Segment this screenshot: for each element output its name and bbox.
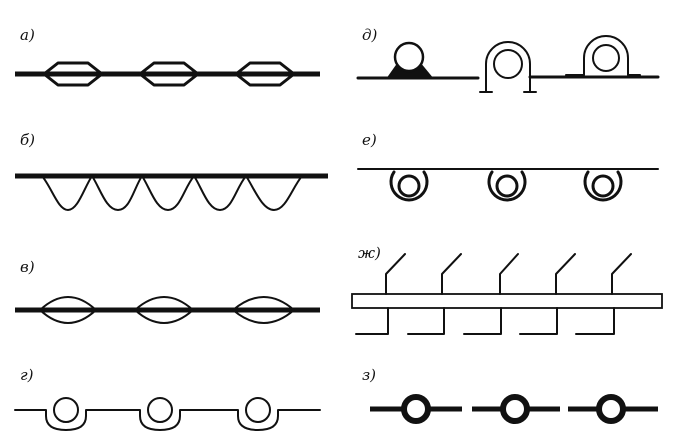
pipe-circle [245,397,271,423]
hexagon-section [234,61,296,87]
lower-brackets [355,307,615,335]
hanging-clamp [389,170,429,202]
clamp-bracket [485,41,531,93]
lens-section [232,296,295,324]
ring [401,394,431,424]
hook [441,253,462,295]
hook [499,253,519,295]
panel-a-hexagons [42,61,296,87]
panel-e: е) [357,131,659,202]
ring [500,394,530,424]
panel-g: г) [14,366,321,431]
label-b: б) [20,131,35,149]
label-a: а) [20,26,35,44]
panel-d: д) [356,26,660,93]
hanging-clamp [487,170,527,202]
panel-g-line [14,409,321,431]
hook [611,253,632,295]
hook [555,253,576,295]
panel-v: в) [15,258,320,324]
pipe-circle [393,41,425,73]
panel-zh: ж) [351,244,663,335]
hexagon-section [42,61,104,87]
hexagon-section [138,61,200,87]
label-v: в) [20,258,35,276]
pipe-circle [53,397,79,423]
support-bar [351,293,663,309]
label-z: з) [362,366,376,384]
label-zh: ж) [358,244,381,262]
panel-z: з) [362,366,658,424]
hook [385,253,406,295]
bracket [575,307,615,335]
clamp-bracket [565,35,641,76]
bracket [519,307,558,335]
panel-b: б) [15,131,328,211]
pipe-circle [493,49,523,79]
bracket [407,307,445,335]
panel-a: а) [15,26,320,87]
hanging-clamp [583,170,623,202]
label-d: д) [362,26,378,44]
lens-section [134,296,194,324]
pipe-circle [592,44,620,72]
lens-section [39,296,97,324]
bracket [355,307,389,335]
panel-b-wave [41,175,321,211]
label-g: г) [20,366,34,384]
pipe-circle [147,397,173,423]
upper-hooks [385,253,632,295]
bracket [463,307,502,335]
label-e: е) [362,131,377,149]
ring [596,394,626,424]
